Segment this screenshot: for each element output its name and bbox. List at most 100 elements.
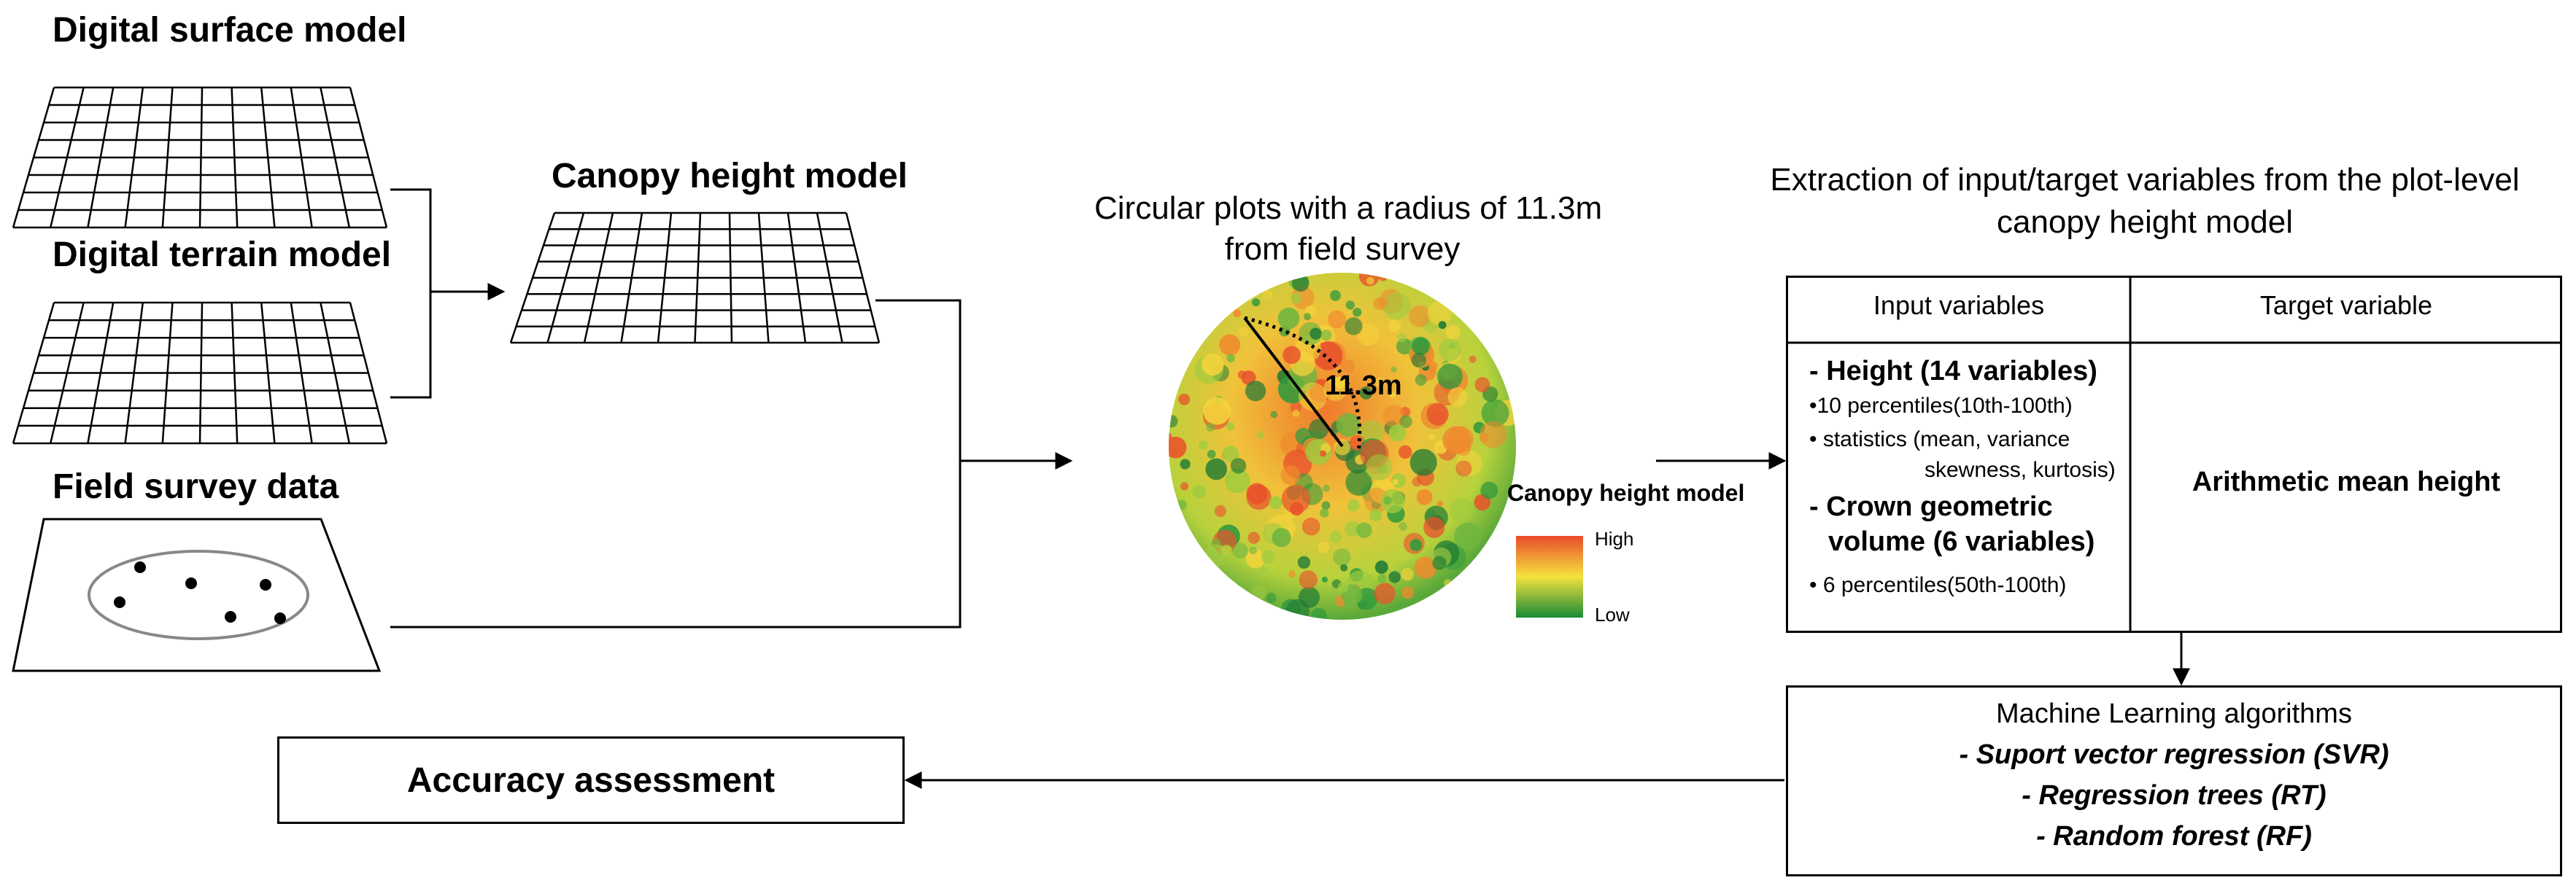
canopy-texture-blob bbox=[1366, 454, 1393, 481]
canopy-texture-blob bbox=[1169, 415, 1178, 428]
canopy-texture-blob bbox=[1233, 309, 1242, 318]
canopy-texture-blob bbox=[1205, 458, 1228, 480]
canopy-texture-blob bbox=[1333, 548, 1351, 567]
canopy-texture-blob bbox=[1262, 289, 1273, 300]
canopy-texture-blob bbox=[1299, 570, 1318, 589]
canopy-texture-blob bbox=[1369, 508, 1382, 521]
height-item-statistics: • statistics (mean, variance bbox=[1809, 427, 2070, 451]
canopy-texture-blob bbox=[1481, 399, 1509, 427]
canopy-texture-blob bbox=[1320, 330, 1332, 341]
canopy-texture-blob bbox=[1261, 550, 1275, 564]
canopy-texture-blob bbox=[1380, 489, 1405, 513]
canopy-texture-blob bbox=[1269, 496, 1283, 510]
crown-group-title-line2: volume (6 variables) bbox=[1828, 526, 2095, 557]
canopy-texture-blob bbox=[1474, 377, 1490, 393]
canopy-texture-blob bbox=[1205, 422, 1215, 432]
crown-group-title-line1: - Crown geometric bbox=[1809, 491, 2053, 522]
canopy-texture-blob bbox=[1220, 544, 1233, 557]
canopy-texture-blob bbox=[1323, 377, 1347, 401]
canopy-texture-blob bbox=[1414, 556, 1437, 579]
dtm-grid-icon bbox=[12, 301, 388, 445]
canopy-texture-blob bbox=[1415, 374, 1427, 386]
canopy-texture-blob bbox=[1272, 528, 1291, 548]
canopy-texture-blob bbox=[1345, 469, 1372, 497]
canopy-texture-blob bbox=[1347, 499, 1360, 512]
canopy-texture-blob bbox=[1207, 449, 1216, 459]
canopy-texture-blob bbox=[1390, 392, 1396, 399]
canopy-texture-blob bbox=[1399, 415, 1412, 429]
field-plot-point bbox=[274, 612, 286, 624]
canopy-texture-blob bbox=[1224, 468, 1250, 494]
canopy-texture-blob bbox=[1340, 359, 1355, 374]
chm-label: Canopy height model bbox=[552, 157, 908, 195]
canopy-texture-blob bbox=[1290, 401, 1302, 413]
variables-table bbox=[1786, 276, 2562, 633]
canopy-texture-blob bbox=[1345, 521, 1361, 537]
canopy-texture-blob bbox=[1288, 570, 1296, 578]
canopy-texture-blob bbox=[1178, 393, 1191, 405]
chm-grid-icon bbox=[509, 211, 881, 344]
canopy-texture-blob bbox=[1449, 497, 1475, 524]
canopy-texture-blob bbox=[1438, 321, 1447, 330]
canopy-texture-blob bbox=[1232, 542, 1248, 559]
canopy-texture-blob bbox=[1252, 298, 1261, 307]
canopy-texture-blob bbox=[1359, 386, 1373, 400]
canopy-texture-blob bbox=[1285, 599, 1310, 620]
canopy-texture-blob bbox=[1270, 411, 1278, 419]
canopy-texture-blob bbox=[1437, 363, 1463, 389]
canopy-texture-blob bbox=[1261, 566, 1267, 573]
dsm-grid-icon bbox=[12, 86, 388, 229]
canopy-texture-blob bbox=[1358, 420, 1385, 446]
accuracy-assessment-box: Accuracy assessment bbox=[277, 736, 905, 824]
canopy-texture-blob bbox=[1388, 319, 1401, 332]
canopy-texture-blob bbox=[1409, 539, 1423, 551]
canopy-texture-blob bbox=[1408, 305, 1431, 327]
canopy-texture-blob bbox=[1292, 409, 1300, 417]
field-plot-point bbox=[134, 561, 146, 573]
canopy-texture-blob bbox=[1308, 419, 1329, 440]
canopy-texture-blob bbox=[1246, 483, 1268, 505]
canopy-texture-blob bbox=[1180, 459, 1191, 470]
canopy-texture-blob bbox=[1283, 346, 1301, 365]
height-item-statistics-cont: skewness, kurtosis) bbox=[1925, 458, 2116, 482]
canopy-texture-blob bbox=[1248, 532, 1260, 544]
canopy-texture-blob bbox=[1245, 548, 1266, 569]
plots-caption: Circular plots with a radius of 11.3m fr… bbox=[1094, 188, 1602, 270]
canopy-texture-blob bbox=[1321, 501, 1331, 510]
ml-algo-rt: - Regression trees (RT) bbox=[2022, 780, 2326, 811]
extraction-caption-line2: canopy height model bbox=[1996, 204, 2294, 240]
canopy-texture-blob bbox=[1445, 324, 1461, 340]
canopy-texture-blob bbox=[1266, 592, 1277, 604]
canopy-texture-blob bbox=[1391, 366, 1398, 373]
canopy-texture-blob bbox=[1366, 276, 1374, 285]
height-group-title: - Height (14 variables) bbox=[1809, 356, 2097, 386]
legend-low-label: Low bbox=[1595, 604, 1630, 626]
canopy-texture-blob bbox=[1427, 300, 1453, 326]
canopy-texture-blob bbox=[1392, 478, 1399, 486]
canopy-texture-blob bbox=[1469, 355, 1477, 363]
canopy-texture-blob bbox=[1374, 560, 1388, 574]
canopy-texture-blob bbox=[1412, 477, 1422, 487]
canopy-texture-blob bbox=[1411, 352, 1426, 368]
canopy-texture-blob bbox=[1318, 541, 1330, 553]
legend-high-label: High bbox=[1595, 528, 1634, 550]
legend-title: Canopy height model bbox=[1507, 480, 1745, 506]
field-survey-label: Field survey data bbox=[53, 467, 339, 506]
canopy-texture-blob bbox=[1237, 370, 1247, 379]
input-variables-header: Input variables bbox=[1873, 290, 2045, 320]
canopy-texture-blob bbox=[1191, 484, 1206, 499]
canopy-texture-blob bbox=[1291, 293, 1301, 304]
canopy-texture-blob bbox=[1323, 484, 1330, 492]
canopy-texture-blob bbox=[1298, 382, 1327, 411]
canopy-texture-blob bbox=[1329, 531, 1342, 543]
field-plot-point bbox=[260, 579, 271, 591]
canopy-texture-blob bbox=[1432, 556, 1447, 570]
canopy-texture-blob bbox=[1426, 402, 1449, 426]
field-plot-point bbox=[185, 577, 197, 589]
canopy-texture-blob bbox=[1381, 299, 1389, 306]
canopy-texture-blob bbox=[1280, 465, 1301, 485]
connector-lines bbox=[390, 188, 2190, 789]
canopy-texture-blob bbox=[1310, 327, 1322, 340]
canopy-texture-blob bbox=[1310, 607, 1327, 620]
